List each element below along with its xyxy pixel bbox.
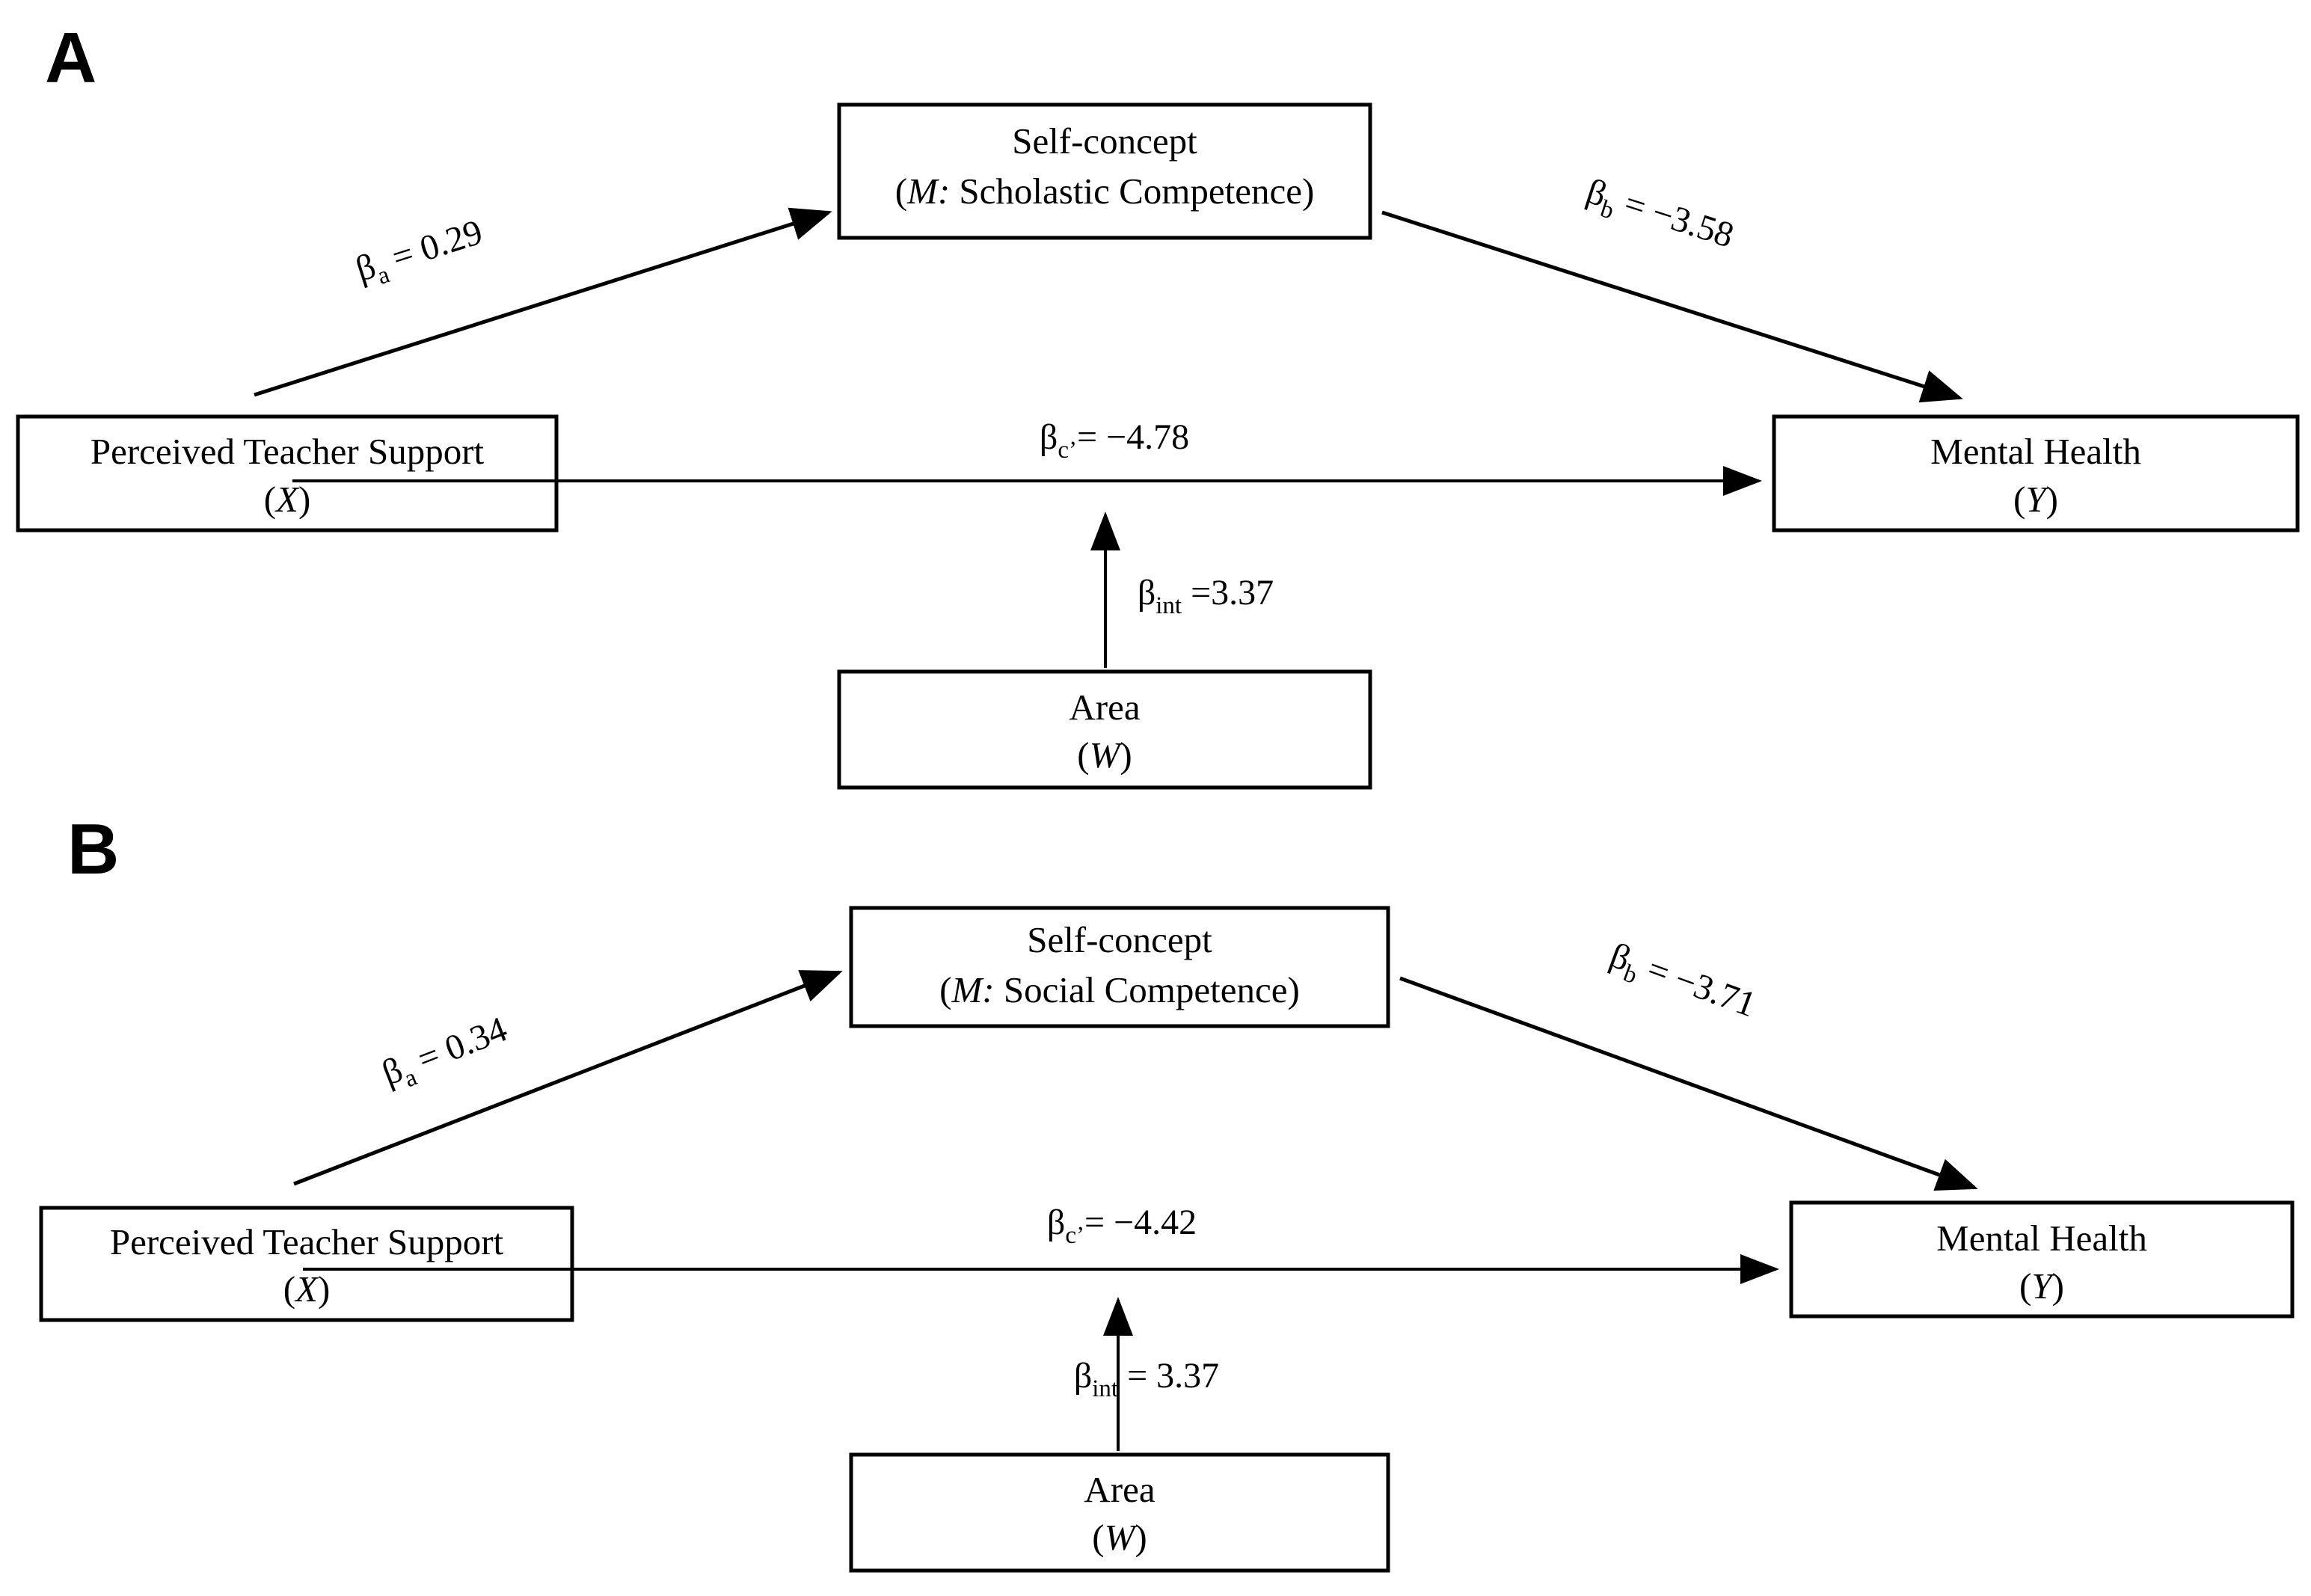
panel-b-label-c-value: −4.42 [1114,1203,1197,1242]
panel-a-node-m-rest: Scholastic Competence [950,171,1302,212]
panel-a-node-m-line2: (M: Scholastic Competence) [895,171,1315,212]
panel-b-node-m-box [849,906,1390,1028]
panel-b-letter: B [67,809,119,889]
panel-a-node-m-italic: M: [906,171,950,212]
panel-b-node-m-line1: Self-concept [1027,919,1212,960]
panel-b-node-m-line2: (M: Social Competence) [939,969,1300,1010]
panel-b-label-c-rel: = [1084,1203,1114,1242]
panel-b-label-b: βb = −3.71 [1603,936,1761,1031]
panel-a-node-m-line1: Self-concept [1012,120,1197,162]
panel-a-node-w-line2: (W) [1077,734,1132,776]
panel-b-arrow-a [293,970,843,1186]
panel-b-label-int: βint = 3.37 [1074,1356,1219,1402]
panel-b-node-y-box [1789,1200,2295,1319]
panel-a-node-x-line2: (X) [264,479,311,520]
panel-a-label-a-value: 0.29 [415,212,487,269]
panel-b-node-x-line1: Perceived Teacher Support [110,1221,504,1262]
panel-a-node-w-line1: Area [1069,687,1140,728]
panel-a-node-m-box [837,102,1372,240]
panel-b-node-m-rest: Social Competence [995,969,1288,1010]
panel-b-label-int-beta: β [1074,1356,1092,1396]
panel-a-label-b: βb = −3.58 [1580,171,1738,262]
panel-a-label-c-sub: c’ [1058,437,1077,464]
panel-a-label-int-value: 3.37 [1211,573,1274,613]
panel-a-label-int-rel: = [1182,573,1211,613]
panel-a-label-int-beta: β [1138,573,1156,613]
panel-a-label-c-beta: β [1040,417,1058,457]
panel-b-label-c-prime: βc’= −4.42 [1047,1203,1197,1249]
panel-b-node-m-italic: M: [951,969,994,1010]
panel-b-label-int-value: 3.37 [1156,1356,1219,1396]
panel-b-node-w-line2: (W) [1092,1517,1147,1558]
panel-b-label-c-sub: c’ [1065,1222,1084,1249]
panel-a-label-int: βint =3.37 [1138,573,1274,619]
panel-b-node-x-line2: (X) [283,1268,331,1310]
panel-b-label-int-rel: = [1118,1356,1156,1396]
panel-b-label-a: βa = 0.34 [377,1009,515,1099]
panel-a-letter: A [45,18,96,98]
panel-a-arrow-a [254,207,832,397]
panel-b-label-int-sub: int [1092,1375,1118,1402]
panel-b-node-w-box [849,1452,1390,1573]
panel-a-label-int-sub: int [1156,592,1182,619]
panel-a-node-y-line1: Mental Health [1930,431,2141,472]
panel-a-label-c-prime: βc’= −4.78 [1040,417,1189,464]
panel-b-node-y-line2: (Y) [2019,1265,2064,1307]
panel-b-label-a-value: 0.34 [440,1009,512,1069]
panel-a-node-x-box [16,414,559,532]
panel-a-arrow-b [1381,210,1963,403]
panel-a-node-x-line1: Perceived Teacher Support [90,431,485,472]
panel-b-node-w-line1: Area [1084,1469,1155,1510]
panel-a-node-y-line2: (Y) [2013,479,2058,520]
panel-a-label-b-value: −3.58 [1648,192,1739,255]
panel-a-node-w-box [837,669,1372,790]
panel-b-node-x-box [39,1206,574,1322]
panel-b-node-y-line1: Mental Health [1936,1218,2147,1259]
panel-a-node-y-box [1772,414,2300,532]
panel-b-label-c-beta: β [1047,1203,1065,1242]
panel-a-label-a: βa = 0.29 [351,212,489,296]
panel-a-label-c-value: −4.78 [1106,417,1189,457]
panel-b-label-b-value: −3.71 [1669,959,1761,1025]
panel-a-label-c-rel: = [1077,417,1106,457]
panel-b-arrow-b [1399,976,1978,1191]
